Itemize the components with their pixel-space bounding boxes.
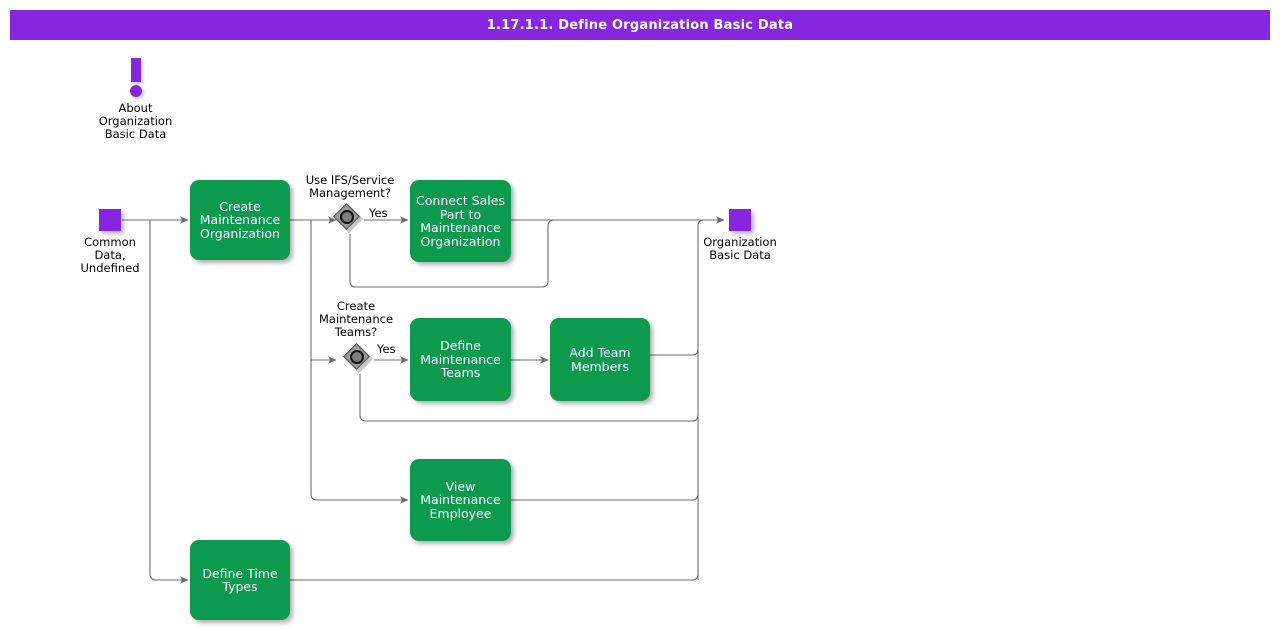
edge-decision1-no-bypass xyxy=(349,219,555,288)
page-title-bar: 1.17.1.1. Define Organization Basic Data xyxy=(10,10,1270,40)
exclamation-mark-icon xyxy=(128,58,144,98)
activity-view-maintenance-employee[interactable]: View Maintenance Employee xyxy=(410,459,511,541)
decision-ring-icon xyxy=(350,350,364,364)
decision-ring-icon xyxy=(340,210,354,224)
terminator-organization-basic-data[interactable]: Organization Basic Data xyxy=(694,209,786,262)
activity-connect-sales-part-to-maintenance-organization[interactable]: Connect Sales Part to Maintenance Organi… xyxy=(410,180,511,262)
branch-label-decision2-yes: Yes xyxy=(377,342,396,356)
decision-label-create-maintenance-teams: Create Maintenance Teams? xyxy=(318,299,394,339)
activity-create-maintenance-organization[interactable]: Create Maintenance Organization xyxy=(190,180,290,260)
activity-label: View Maintenance Employee xyxy=(420,478,501,521)
page-title: 1.17.1.1. Define Organization Basic Data xyxy=(486,17,794,33)
note-label: About Organization Basic Data xyxy=(98,101,173,141)
edge-trunk-to-define-time-types xyxy=(149,220,189,584)
branch-label-decision1-yes: Yes xyxy=(369,206,388,220)
terminator-label: Common Data, Undefined xyxy=(80,235,140,275)
edge-merge-riser xyxy=(697,219,705,580)
activity-label: Add Team Members xyxy=(569,345,631,374)
activity-define-maintenance-teams[interactable]: Define Maintenance Teams xyxy=(410,318,511,401)
activity-label: Define Maintenance Teams xyxy=(420,338,501,381)
terminator-square xyxy=(99,209,121,231)
decision-label-use-ifs-service-management: Use IFS/Service Management? xyxy=(305,173,395,200)
activity-add-team-members[interactable]: Add Team Members xyxy=(550,318,650,401)
terminator-common-data-undefined[interactable]: Common Data, Undefined xyxy=(64,209,156,275)
terminator-label: Organization Basic Data xyxy=(703,235,777,262)
activity-define-time-types[interactable]: Define Time Types xyxy=(190,540,290,620)
decision-create-maintenance-teams[interactable] xyxy=(343,343,374,374)
edge-trunk-to-view-employee xyxy=(310,360,409,504)
note-about-organization-basic-data[interactable]: About Organization Basic Data xyxy=(99,58,172,141)
activity-label: Create Maintenance Organization xyxy=(199,198,281,241)
terminator-square xyxy=(729,209,751,231)
activity-label: Define Time Types xyxy=(202,565,278,594)
edge-decision2-no-bypass xyxy=(359,374,699,422)
activity-label: Connect Sales Part to Maintenance Organi… xyxy=(416,193,505,249)
decision-use-ifs-service-management[interactable] xyxy=(333,203,364,234)
